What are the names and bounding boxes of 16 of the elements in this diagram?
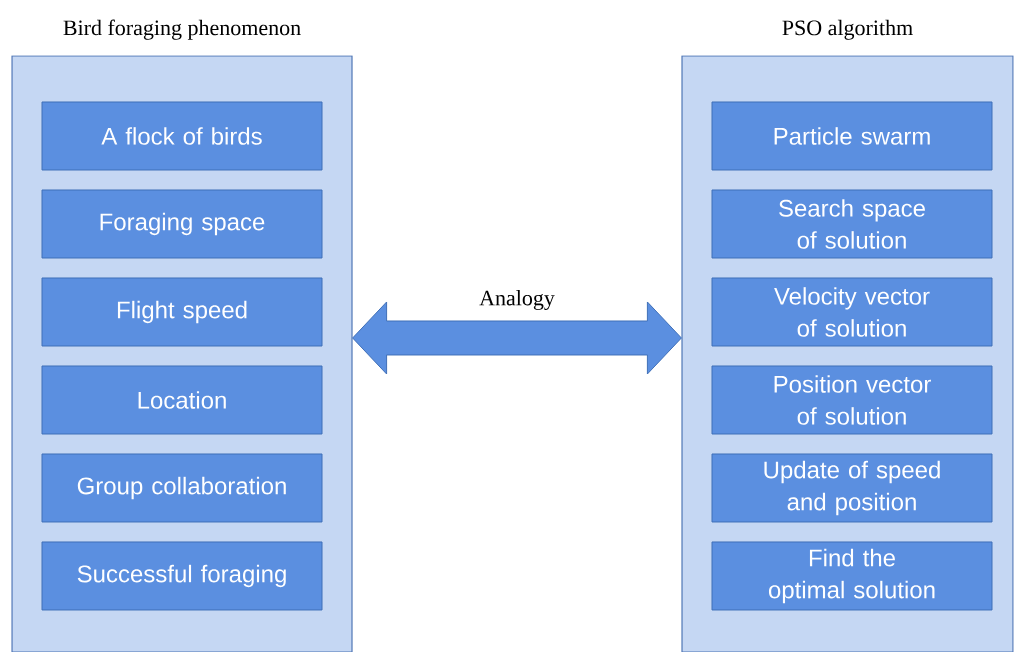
process-box: Particle swarm: [711, 101, 993, 171]
process-box: Flight speed: [41, 277, 323, 347]
process-box: Foraging space: [41, 189, 323, 259]
process-box: Find the optimal solution: [711, 541, 993, 611]
panel-title: PSO algorithm: [782, 19, 913, 40]
process-box: Position vector of solution: [711, 365, 993, 435]
process-box: Update of speed and position: [711, 453, 993, 523]
process-box: Location: [41, 365, 323, 435]
process-box: Search space of solution: [711, 189, 993, 259]
edge-label: Analogy: [477, 288, 557, 312]
process-box: Velocity vector of solution: [711, 277, 993, 347]
process-box: A flock of birds: [41, 101, 323, 171]
panel-title: Bird foraging phenomenon: [63, 19, 301, 40]
process-box: Group collaboration: [41, 453, 323, 523]
process-box: Successful foraging: [41, 541, 323, 611]
double-arrow: [352, 301, 682, 375]
